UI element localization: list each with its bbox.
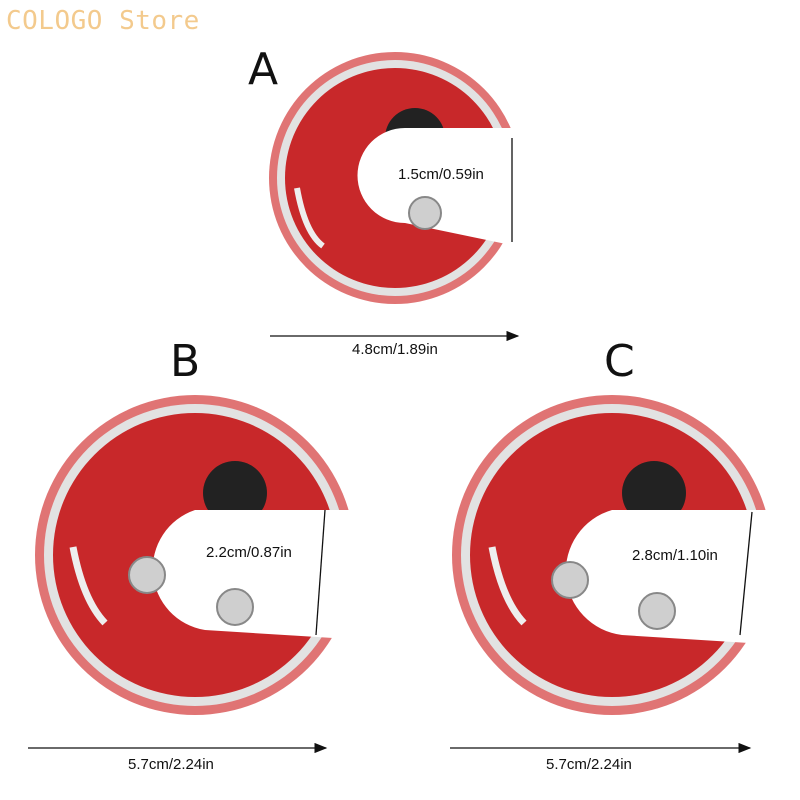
cutter-a-roller (408, 196, 442, 230)
cutter-c-gap-label: 2.8cm/1.10in (632, 547, 718, 564)
cutter-c-roller-2 (638, 592, 676, 630)
variant-label-a: A (248, 44, 279, 95)
cutter-b-opening (152, 510, 365, 640)
cutter-b-direction-arrow (69, 546, 108, 626)
cutter-c-wheel-top (622, 461, 686, 525)
cutter-c-roller-1 (551, 561, 589, 599)
cutter-c-gap-line (739, 511, 753, 636)
variant-label-b: B (170, 336, 201, 387)
cutter-c (452, 395, 782, 715)
cutter-a-gap-label: 1.5cm/0.59in (398, 166, 484, 183)
cutter-a-width-label: 4.8cm/1.89in (352, 341, 438, 358)
cutter-c-direction-arrow (488, 546, 527, 626)
cutter-b-gap-label: 2.2cm/0.87in (206, 544, 292, 561)
cutter-b-wheel-top (203, 461, 267, 525)
cutter-a-direction-arrow (294, 187, 325, 249)
cutter-b-gap-line (315, 509, 326, 636)
cutter-b-roller-2 (216, 588, 254, 626)
cutter-b-width-label: 5.7cm/2.24in (128, 756, 214, 773)
variant-label-c: C (604, 336, 635, 387)
cutter-b-roller-1 (128, 556, 166, 594)
cutter-c-opening (565, 510, 782, 645)
cutter-a-opening (357, 128, 525, 248)
cutter-c-width-label: 5.7cm/2.24in (546, 756, 632, 773)
cutter-b (35, 395, 365, 715)
cutter-a (269, 52, 525, 304)
store-watermark: COLOGO Store (6, 6, 200, 36)
